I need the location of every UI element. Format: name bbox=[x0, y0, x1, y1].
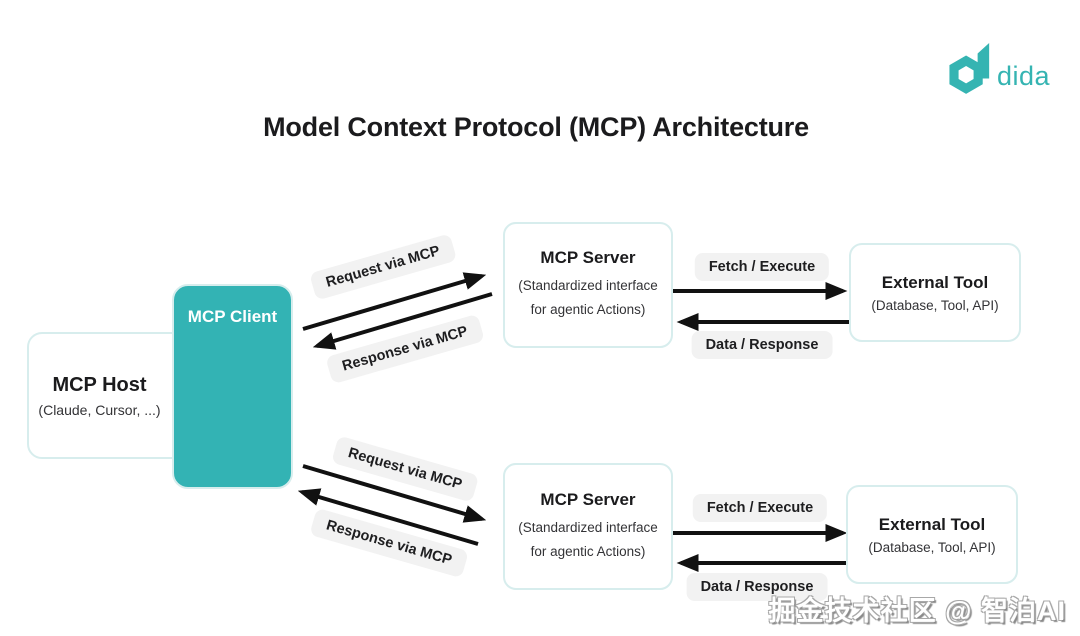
mcp-server-subtitle: (Standardized interface for agentic Acti… bbox=[518, 519, 658, 559]
external-tool-title: External Tool bbox=[878, 514, 986, 534]
label-request-via-mcp-top: Request via MCP bbox=[309, 233, 457, 301]
mcp-host-title: MCP Host bbox=[52, 373, 147, 396]
label-data-response-bottom: Data / Response bbox=[686, 573, 828, 601]
external-tool-subtitle: (Database, Tool, API) bbox=[868, 539, 996, 555]
mcp-server-subtitle: (Standardized interface for agentic Acti… bbox=[518, 278, 658, 317]
node-external-tool-bottom: External Tool (Database, Tool, API) bbox=[846, 485, 1018, 584]
label-fetch-execute-bottom: Fetch / Execute bbox=[692, 494, 828, 522]
watermark-text: 掘金技术社区 @ 智泊AI bbox=[768, 596, 1066, 626]
node-external-tool-top: External Tool (Database, Tool, API) bbox=[849, 243, 1021, 342]
page-title: Model Context Protocol (MCP) Architectur… bbox=[263, 112, 809, 142]
external-tool-subtitle: (Database, Tool, API) bbox=[871, 297, 999, 313]
node-mcp-server-top: MCP Server (Standardized interface for a… bbox=[503, 222, 673, 348]
node-mcp-client: MCP Client bbox=[172, 284, 293, 489]
dida-logo-text: dida bbox=[996, 61, 1050, 91]
mcp-server-title: MCP Server bbox=[540, 248, 636, 268]
label-data-response-top: Data / Response bbox=[691, 331, 833, 359]
label-fetch-execute-top: Fetch / Execute bbox=[694, 253, 830, 281]
label-response-via-mcp-bottom: Response via MCP bbox=[309, 507, 469, 579]
dida-logo-icon bbox=[943, 38, 993, 101]
mcp-client-title: MCP Client bbox=[187, 307, 278, 326]
mcp-host-subtitle: (Claude, Cursor, ...) bbox=[38, 401, 161, 418]
mcp-server-title: MCP Server bbox=[540, 489, 636, 509]
external-tool-title: External Tool bbox=[881, 272, 989, 292]
node-mcp-server-bottom: MCP Server (Standardized interface for a… bbox=[503, 463, 673, 590]
label-response-via-mcp-top: Response via MCP bbox=[325, 313, 485, 385]
label-request-via-mcp-bottom: Request via MCP bbox=[331, 435, 479, 503]
dida-logo: dida bbox=[943, 38, 1050, 101]
